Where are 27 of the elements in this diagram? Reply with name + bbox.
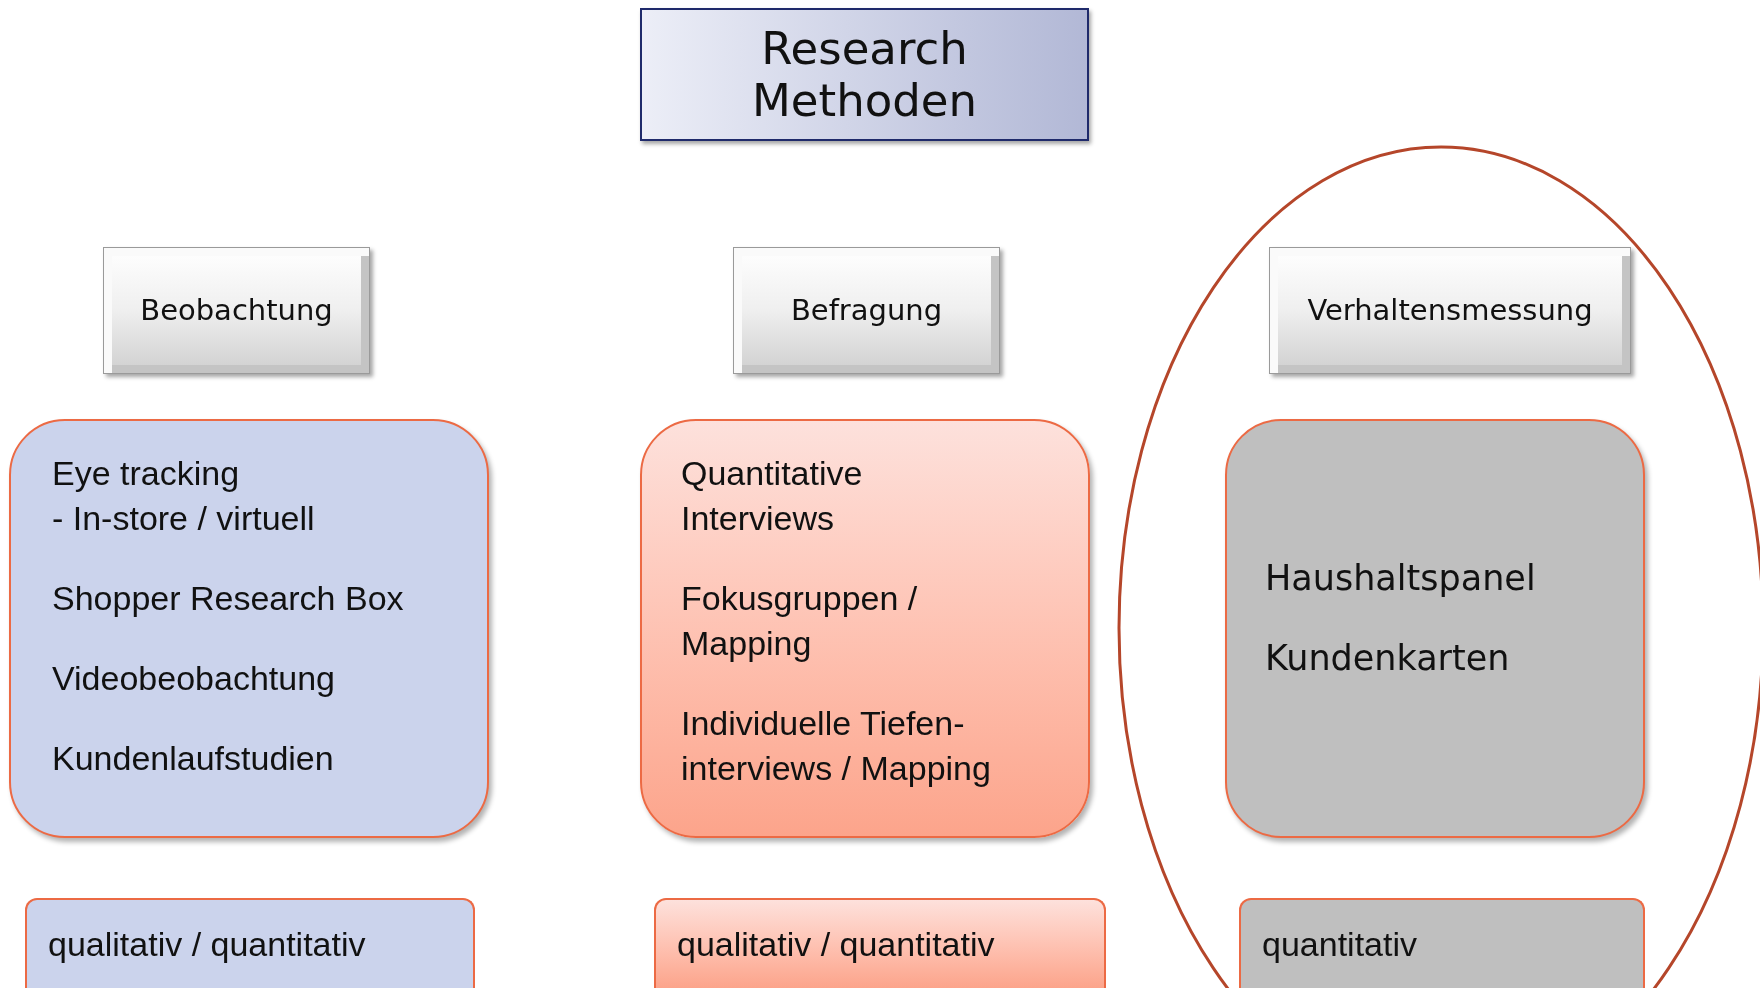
label-text: Beobachtung — [140, 291, 333, 329]
method-text: Kundenlaufstudien — [52, 738, 335, 779]
method-text: - In-store / virtuell — [52, 498, 316, 539]
category-button — [103, 247, 370, 374]
method-text: Shopper Research Box — [52, 578, 405, 619]
type-bar — [25, 898, 475, 988]
label-text: qualitativ / quantitativ — [677, 923, 995, 965]
category-button — [1269, 247, 1631, 374]
method-panel — [9, 419, 489, 838]
method-text: Individuelle Tiefen- interviews / Mapping — [681, 703, 992, 789]
label-text: Befragung — [790, 291, 943, 329]
label-text: qualitativ / quantitativ — [48, 923, 366, 965]
method-panel — [640, 419, 1090, 838]
category-button — [733, 247, 1000, 374]
method-text: Videobeobachtung — [52, 658, 336, 699]
type-bar — [654, 898, 1106, 988]
method-text: Fokusgruppen / Mapping — [681, 578, 919, 664]
label-text: Verhaltensmessung — [1307, 291, 1593, 329]
method-text: Haushaltspanel — [1265, 557, 1537, 600]
method-panel — [1225, 419, 1645, 838]
method-text: Quantitative Interviews — [681, 453, 864, 539]
label-text: quantitativ — [1262, 923, 1417, 965]
method-text: Eye tracking — [52, 453, 241, 494]
title-box — [640, 8, 1089, 141]
type-bar — [1239, 898, 1645, 988]
method-text: Kundenkarten — [1265, 637, 1511, 680]
label-text: Research Methoden — [751, 22, 978, 127]
